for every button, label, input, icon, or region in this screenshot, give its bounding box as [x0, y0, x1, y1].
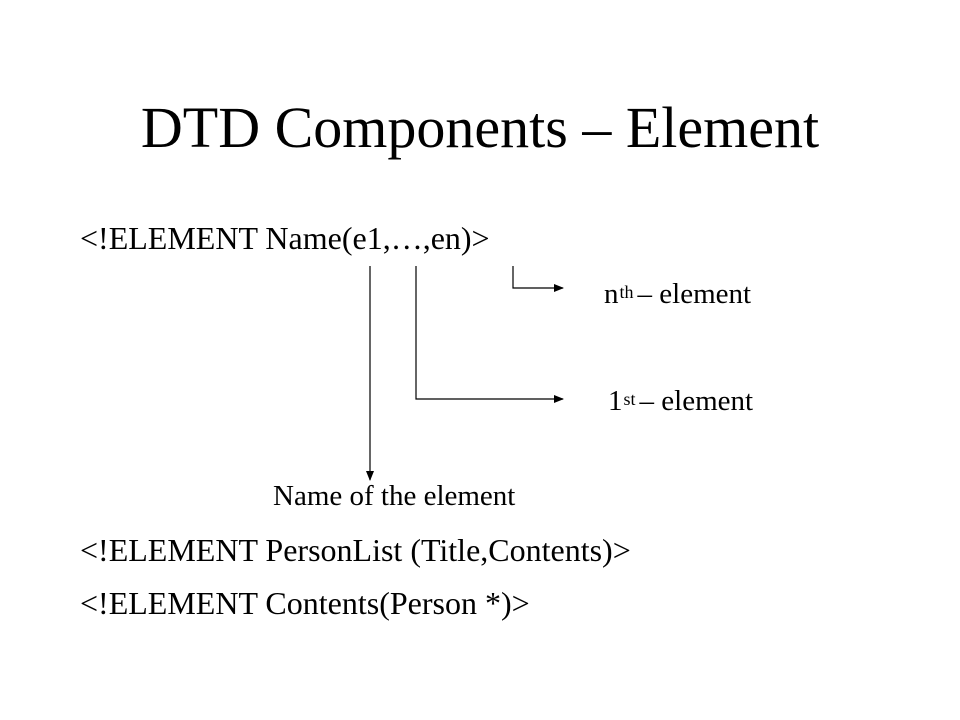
element-name-label: Name of the element: [273, 480, 516, 512]
arrow-to-nth-element: [512, 266, 564, 292]
nth-element-base: n: [604, 278, 619, 310]
nth-element-text: – element: [637, 278, 752, 310]
slide-title: DTD Components – Element: [140, 95, 820, 160]
first-element-superscript: st: [623, 389, 636, 409]
arrow-to-first-element: [415, 266, 564, 403]
example-personlist: <!ELEMENT PersonList (Title,Contents)>: [80, 532, 631, 568]
first-element-label: 1st– element: [608, 383, 753, 419]
nth-element-superscript: th: [619, 282, 634, 302]
element-declaration: <!ELEMENT Name(e1,…,en)>: [80, 220, 490, 256]
nth-element-label: nth– element: [604, 276, 751, 312]
example-contents: <!ELEMENT Contents(Person *)>: [80, 585, 530, 621]
first-element-text: – element: [639, 385, 754, 417]
first-element-base: 1: [608, 385, 623, 417]
